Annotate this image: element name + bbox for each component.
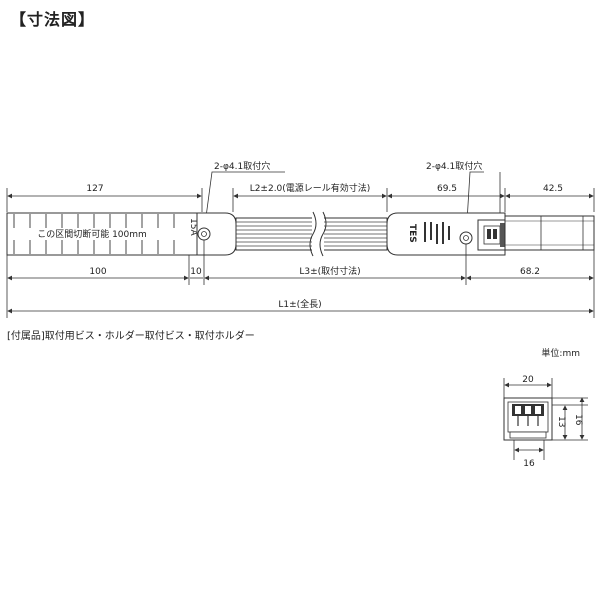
dim-bottom-l3: L3±(取付寸法) bbox=[299, 265, 360, 277]
cut-ticks bbox=[13, 214, 175, 254]
spec-print bbox=[424, 222, 450, 244]
dim-bottom-l1: L1±(全長) bbox=[278, 298, 321, 310]
xs-width-top: 20 bbox=[522, 375, 534, 385]
cut-zone-label: この区間切断可能 100mm bbox=[37, 228, 147, 240]
dim-bottom-100: 100 bbox=[89, 267, 106, 277]
unit-label: 単位:mm bbox=[541, 347, 580, 359]
dim-top-69-5: 69.5 bbox=[437, 184, 457, 194]
dim-bottom-10: 10 bbox=[190, 267, 202, 277]
end-mark-label: 15A bbox=[188, 218, 198, 236]
brand-label: TES bbox=[407, 224, 417, 243]
rail-body: この区間切断可能 100mm 15A bbox=[6, 211, 595, 257]
cross-section bbox=[503, 378, 588, 460]
xs-height-outer: 16 bbox=[573, 414, 583, 426]
dim-bottom-68-2: 68.2 bbox=[520, 267, 540, 277]
page-title: 【寸法図】 bbox=[10, 10, 96, 29]
dim-top-42-5: 42.5 bbox=[543, 184, 563, 194]
callout-hole-right: 2-φ4.1取付穴 bbox=[426, 160, 482, 172]
dim-top-127: 127 bbox=[86, 184, 103, 194]
xs-height-inner: 13 bbox=[556, 416, 566, 427]
dim-top-rail: L2±2.0(電源レール有効寸法) bbox=[250, 182, 371, 194]
bottom-dimensions bbox=[6, 240, 595, 318]
callout-hole-left: 2-φ4.1取付穴 bbox=[214, 160, 270, 172]
top-dimensions bbox=[6, 188, 595, 212]
accessories-note: [付属品]取付用ビス・ホルダー取付ビス・取付ホルダー bbox=[7, 329, 255, 342]
xs-width-bottom: 16 bbox=[523, 459, 535, 469]
holder-bracket bbox=[504, 215, 595, 251]
